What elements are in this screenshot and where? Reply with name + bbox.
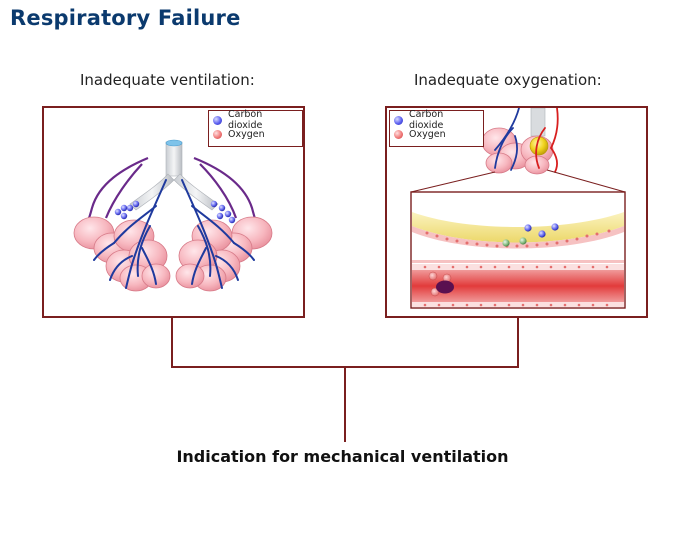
white-blood-cell xyxy=(436,280,454,294)
co2-molecules xyxy=(114,200,236,224)
carbon-dioxide-legend-icon xyxy=(394,115,403,125)
left-panel-heading: Inadequate ventilation: xyxy=(80,71,255,89)
oxygen-legend-icon xyxy=(213,129,222,139)
lungs-illustration xyxy=(73,139,273,292)
capillary-vessel xyxy=(412,260,624,307)
capillary-zoom-box xyxy=(410,191,626,309)
page-title: Respiratory Failure xyxy=(10,6,241,30)
oxygenation-panel: Carbon dioxide Oxygen xyxy=(385,106,648,318)
right-panel-heading: Inadequate oxygenation: xyxy=(414,71,602,89)
alveoli-clusters xyxy=(73,216,273,292)
oxygen-legend-icon xyxy=(394,129,403,139)
ventilation-panel: Carbon dioxide Oxygen xyxy=(42,106,305,318)
oxygen-legend-label: Oxygen xyxy=(409,128,446,140)
alveolus-cluster xyxy=(481,107,559,175)
oxygenation-legend: Carbon dioxide Oxygen xyxy=(389,109,484,147)
oxygen-legend-label: Oxygen xyxy=(228,128,265,140)
trachea xyxy=(129,139,219,211)
conclusion-text: Indication for mechanical ventilation xyxy=(176,447,509,466)
bronchial-tree xyxy=(93,179,255,289)
zoom-lines xyxy=(410,169,626,193)
carbon-dioxide-legend-icon xyxy=(213,115,222,125)
membrane-cells xyxy=(425,229,611,248)
alveolus-capillary-illustration xyxy=(410,107,626,309)
carbon-dioxide-legend-label: Carbon dioxide xyxy=(228,109,263,131)
carbon-dioxide-legend-label: Carbon dioxide xyxy=(409,109,444,131)
ventilation-legend: Carbon dioxide Oxygen xyxy=(208,109,303,147)
